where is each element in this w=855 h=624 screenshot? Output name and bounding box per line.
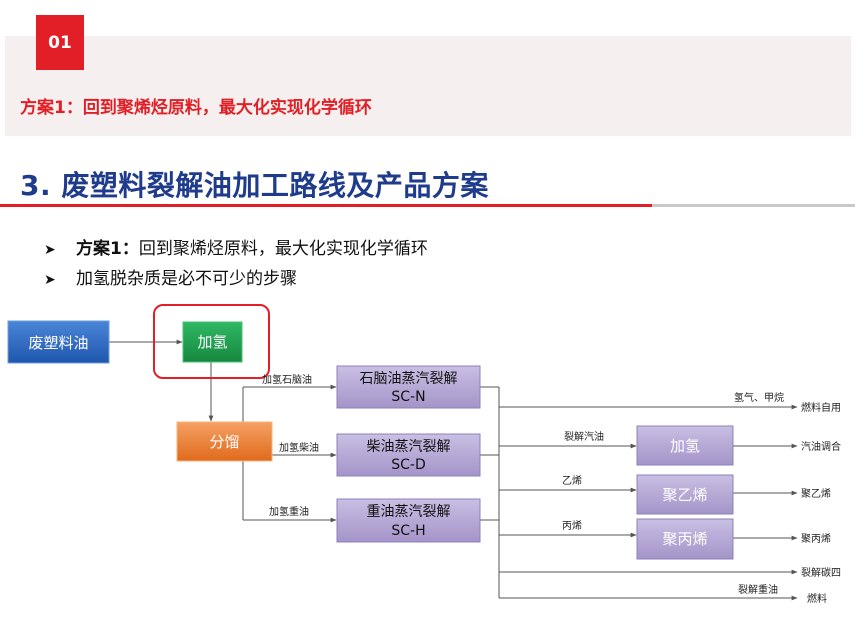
highlight-ring: [153, 304, 270, 379]
node-pp-label: 聚丙烯: [662, 530, 707, 548]
title-underline-red: [0, 204, 652, 207]
node-fractionation-label: 分馏: [209, 433, 239, 451]
output-fuel-self: 燃料自用: [801, 401, 841, 414]
output-pp: 聚丙烯: [801, 532, 831, 545]
node-hydro1-label: 加氢: [197, 333, 227, 351]
bullet-arrow-icon: ➤: [44, 242, 56, 258]
node-naphtha-label-1: 石脑油蒸汽裂解: [360, 371, 458, 387]
node-naphtha-label-2: SC-N: [391, 389, 425, 405]
output-gasoline-blend: 汽油调合: [801, 440, 841, 453]
output-pe: 聚乙烯: [801, 487, 831, 500]
edge-label-propylene: 丙烯: [562, 519, 582, 532]
node-pe: 聚乙烯: [636, 474, 734, 515]
node-heavy-label-1: 重油蒸汽裂解: [367, 504, 451, 520]
edge-label-hydro-diesel: 加氢柴油: [279, 441, 319, 454]
output-c4: 裂解碳四: [801, 566, 841, 579]
node-pp: 聚丙烯: [636, 518, 734, 560]
bullet-text: 回到聚烯烃原料，最大化实现化学循环: [138, 239, 428, 259]
bullet-text: 加氢脱杂质是必不可少的步骤: [76, 269, 297, 289]
bullet-arrow-icon: ➤: [44, 272, 56, 288]
node-heavy-label-2: SC-H: [391, 523, 425, 539]
node-fractionation: 分馏: [176, 421, 273, 462]
node-hydro2: 加氢: [636, 425, 734, 466]
edge-label-cracked-heavy: 裂解重油: [738, 583, 778, 596]
edge-label-gas: 氢气、甲烷: [734, 391, 784, 404]
node-heavy-cracker: 重油蒸汽裂解 SC-H: [336, 498, 481, 543]
node-pe-label: 聚乙烯: [662, 486, 707, 504]
node-hydro2-label: 加氢: [670, 437, 700, 455]
edge-label-ethylene: 乙烯: [562, 474, 582, 487]
node-diesel-cracker: 柴油蒸汽裂解 SC-D: [336, 433, 481, 477]
output-fuel: 燃料: [807, 592, 827, 605]
edge-label-cracked-gasoline: 裂解汽油: [564, 430, 604, 443]
node-diesel-label-1: 柴油蒸汽裂解: [367, 439, 451, 455]
section-number-badge: 01: [36, 15, 84, 70]
edge-label-hydro-heavy: 加氢重油: [269, 505, 309, 518]
node-feed: 废塑料油: [7, 320, 110, 364]
node-diesel-label-2: SC-D: [391, 457, 426, 473]
node-naphtha-cracker: 石脑油蒸汽裂解 SC-N: [336, 365, 481, 409]
page-title: 3. 废塑料裂解油加工路线及产品方案: [20, 169, 489, 202]
bullet-item-1: ➤ 方案1：回到聚烯烃原料，最大化实现化学循环: [44, 234, 428, 259]
header-band: [5, 36, 851, 136]
node-hydro1: 加氢: [182, 321, 243, 363]
bullet-bold: 方案1：: [76, 239, 139, 259]
edge-label-hydro-naphtha: 加氢石脑油: [262, 373, 312, 386]
node-feed-label: 废塑料油: [28, 334, 88, 352]
scheme-heading: 方案1：回到聚烯烃原料，最大化实现化学循环: [20, 98, 372, 118]
bullet-item-2: ➤ 加氢脱杂质是必不可少的步骤: [44, 264, 297, 289]
title-underline-gray: [652, 204, 855, 207]
